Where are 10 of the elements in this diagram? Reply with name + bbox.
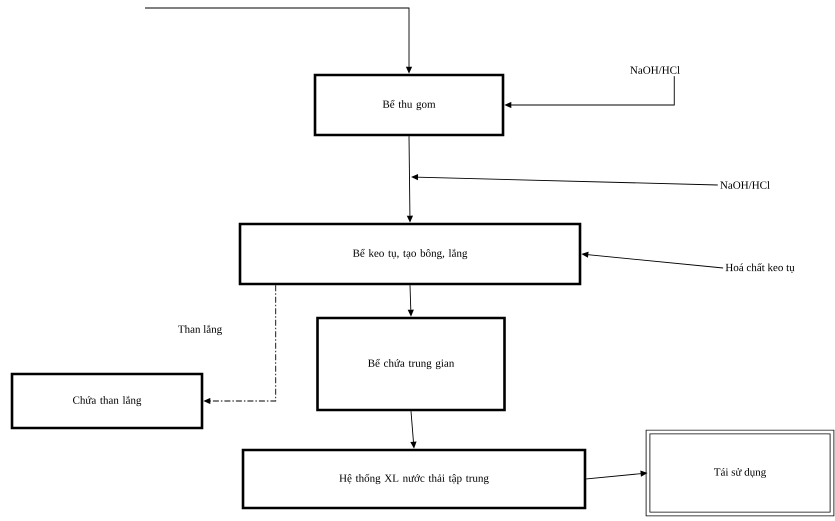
input-label: Hoá chất keo tụ	[726, 263, 794, 273]
input-label: NaOH/HCl	[720, 181, 770, 189]
process-box: Bể keo tụ, tạo bông, lắng	[238, 222, 582, 286]
process-box: Bể chứa trung gian	[316, 316, 506, 412]
process-box: Tái sử dụng	[646, 430, 834, 516]
edge-label: Than lắng	[176, 324, 224, 336]
input-label: NaOH/HCl	[630, 66, 680, 74]
process-box: Chứa than lắng	[10, 372, 204, 430]
process-box: Hệ thống XL nước thải tập trung	[242, 448, 586, 510]
process-box: Bể thu gom	[314, 74, 504, 136]
